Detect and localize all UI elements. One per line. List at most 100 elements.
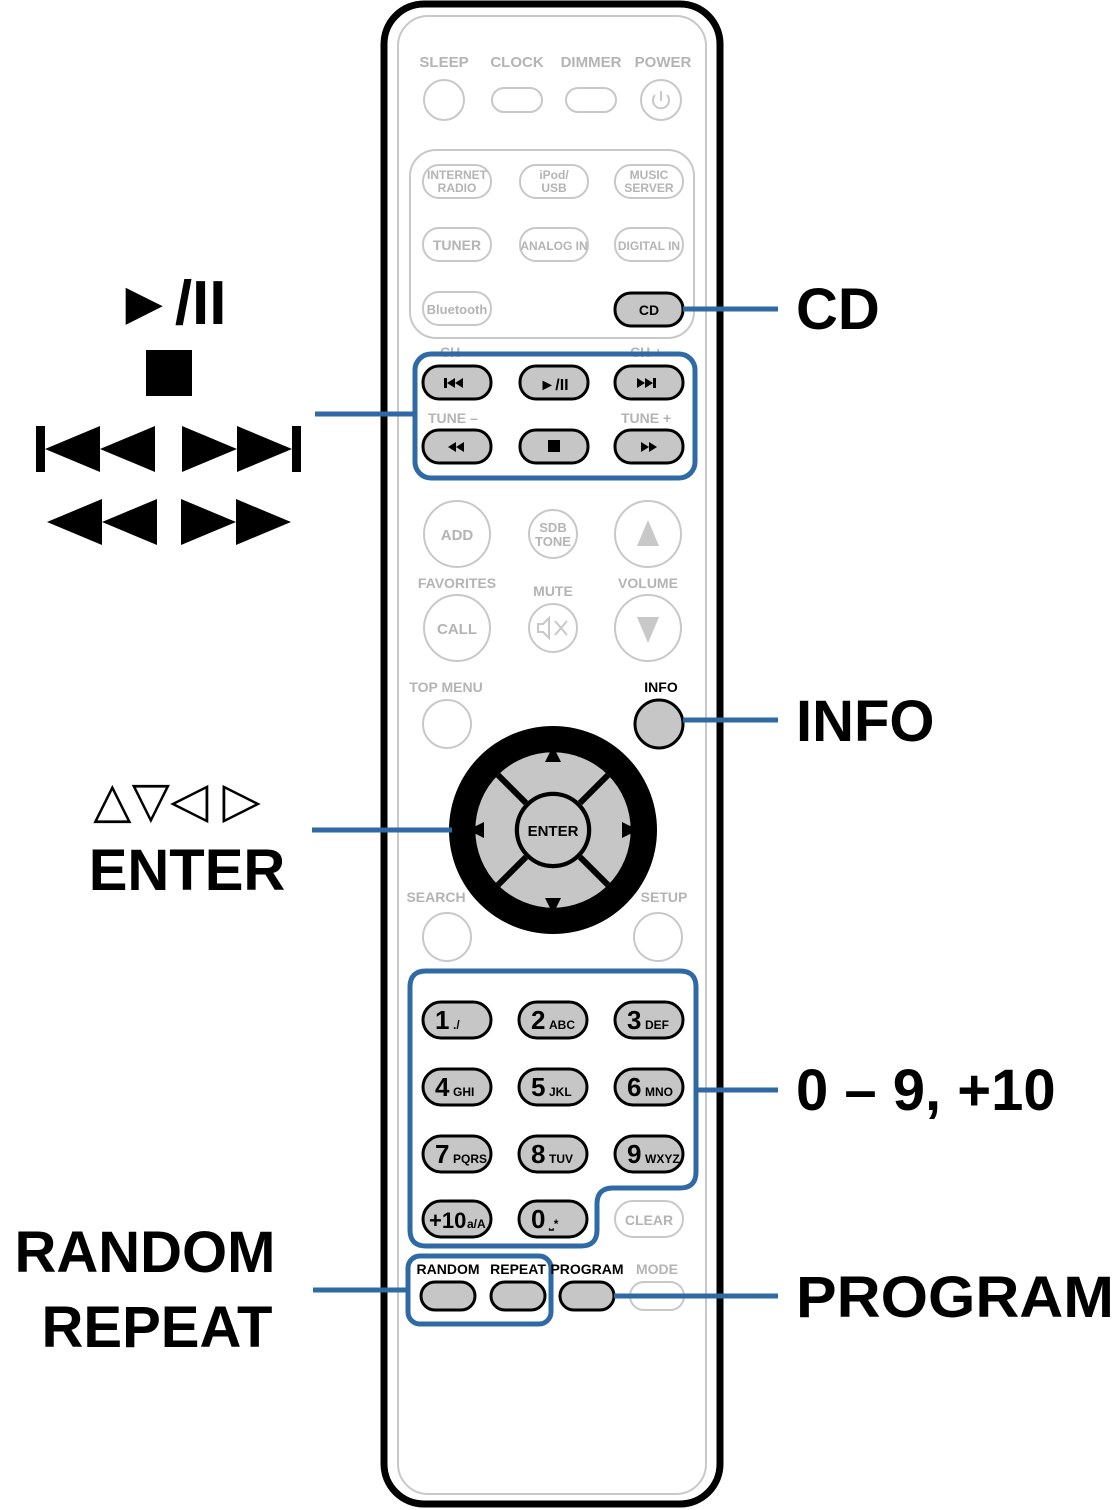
sdb-tone-label-1: SDB — [539, 520, 566, 535]
random-label: RANDOM — [417, 1261, 480, 1277]
skip-forward-callout-icon — [182, 426, 301, 472]
tuner-button[interactable] — [422, 227, 492, 262]
enter-button-label: ENTER — [528, 823, 579, 840]
stop-icon — [548, 440, 560, 452]
numpad-key-5[interactable] — [613, 1067, 685, 1107]
bluetooth-button[interactable] — [422, 291, 492, 326]
sdb-tone-button[interactable] — [528, 509, 578, 559]
volume-up-icon — [637, 520, 659, 546]
dpad-down[interactable] — [498, 857, 608, 908]
repeat-button[interactable] — [489, 1280, 547, 1312]
sdb-tone-label-2: TONE — [535, 534, 571, 549]
numpad-key-10[interactable] — [517, 1199, 589, 1239]
digital-in-button[interactable] — [614, 227, 684, 262]
random-callout: RANDOM — [15, 1220, 276, 1285]
mute-button[interactable] — [528, 603, 578, 653]
random-button[interactable] — [419, 1280, 477, 1312]
numpad-key-letters: GHI — [453, 1085, 474, 1099]
power-icon — [652, 91, 670, 110]
clock-label: CLOCK — [490, 54, 543, 71]
skip-forward-icon — [637, 378, 656, 388]
fast-forward-icon — [641, 442, 657, 452]
numpad-key-number: 5 — [531, 1072, 545, 1102]
rewind-icon — [448, 442, 464, 452]
clear-button[interactable] — [614, 1200, 684, 1238]
ipod-usb-button[interactable] — [519, 164, 589, 199]
analog-in-label: ANALOG IN — [520, 239, 587, 253]
program-label: PROGRAM — [550, 1261, 623, 1277]
clock-button[interactable] — [491, 87, 543, 113]
source-panel — [409, 149, 695, 339]
numpad-key-number: 2 — [531, 1005, 545, 1035]
dpad-up[interactable] — [498, 752, 608, 803]
info-callout: INFO — [796, 689, 935, 754]
dpad-right-arrow-icon — [622, 822, 638, 838]
digital-in-label: DIGITAL IN — [618, 239, 680, 253]
power-label: POWER — [635, 54, 692, 71]
play-pause-button[interactable] — [518, 364, 590, 401]
numpad-callout-frame — [407, 968, 699, 1249]
numpad-key-number: 6 — [627, 1072, 641, 1102]
numpad-key-4[interactable] — [517, 1067, 589, 1107]
program-button[interactable] — [558, 1280, 616, 1312]
numpad-key-number: 8 — [531, 1139, 545, 1169]
skip-back-icon — [444, 378, 463, 388]
tune-minus-label: TUNE – — [428, 410, 478, 426]
numpad-key-number: 3 — [627, 1005, 641, 1035]
volume-down-icon — [637, 617, 659, 643]
info-label: INFO — [644, 679, 678, 695]
volume-label: VOLUME — [618, 575, 678, 591]
numpad-key-letters: TUV — [549, 1152, 573, 1166]
numpad-key-letters: JKL — [549, 1085, 572, 1099]
call-button[interactable] — [423, 594, 491, 662]
music-server-label-2: SERVER — [624, 181, 673, 195]
enter-button[interactable] — [517, 794, 589, 866]
dpad-up-arrow-icon — [545, 746, 561, 762]
numpad-key-1[interactable] — [517, 1000, 589, 1040]
sleep-button[interactable] — [423, 79, 465, 121]
dimmer-button[interactable] — [565, 87, 617, 113]
top-menu-button[interactable] — [422, 699, 472, 749]
numpad-key-letters: PQRS — [453, 1152, 487, 1166]
internet-radio-label-2: RADIO — [438, 181, 477, 195]
ipod-usb-label-1: iPod/ — [539, 168, 569, 182]
numpad-key-9[interactable] — [421, 1199, 493, 1239]
dpad-left-arrow-icon — [468, 822, 484, 838]
numpad-key-7[interactable] — [517, 1134, 589, 1174]
numpad-key-0[interactable] — [421, 1000, 493, 1040]
tune-plus-label: TUNE + — [621, 410, 671, 426]
numpad-key-letters: DEF — [645, 1018, 669, 1032]
cd-callout: CD — [796, 277, 880, 342]
analog-in-button[interactable] — [519, 227, 589, 262]
sleep-label: SLEEP — [419, 54, 468, 71]
internet-radio-button[interactable] — [422, 164, 492, 199]
program-callout: PROGRAM — [796, 1265, 1114, 1330]
numbers-callout: 0 – 9, +10 — [796, 1058, 1056, 1123]
rewind-callout-icon — [47, 499, 157, 545]
cursor-arrows-callout: △▽◁ ▷ — [93, 772, 261, 828]
numpad-key-2[interactable] — [613, 1000, 685, 1040]
repeat-label: REPEAT — [490, 1261, 546, 1277]
numpad-key-number: 7 — [435, 1139, 449, 1169]
numpad-key-letters: ABC — [549, 1018, 575, 1032]
numpad-key-8[interactable] — [613, 1134, 685, 1174]
numpad-key-letters: ⎵* — [548, 1217, 559, 1232]
numpad-key-letters: ./ — [453, 1018, 460, 1032]
numpad-key-3[interactable] — [421, 1067, 493, 1107]
top-menu-label: TOP MENU — [409, 679, 482, 695]
setup-label: SETUP — [641, 889, 688, 905]
stop-callout-icon — [146, 350, 192, 396]
info-button[interactable] — [633, 698, 685, 750]
setup-button[interactable] — [633, 912, 683, 962]
dpad-left[interactable] — [475, 775, 526, 885]
search-button[interactable] — [422, 912, 472, 962]
numpad-key-6[interactable] — [421, 1134, 493, 1174]
numpad-key-number: 1 — [435, 1005, 449, 1035]
add-button[interactable] — [423, 500, 491, 568]
play-pause-button-label: ►/II — [539, 377, 568, 394]
ipod-usb-label-2: USB — [541, 181, 567, 195]
music-server-button[interactable] — [614, 164, 684, 199]
dpad-right[interactable] — [580, 775, 631, 885]
add-label: ADD — [441, 527, 474, 544]
